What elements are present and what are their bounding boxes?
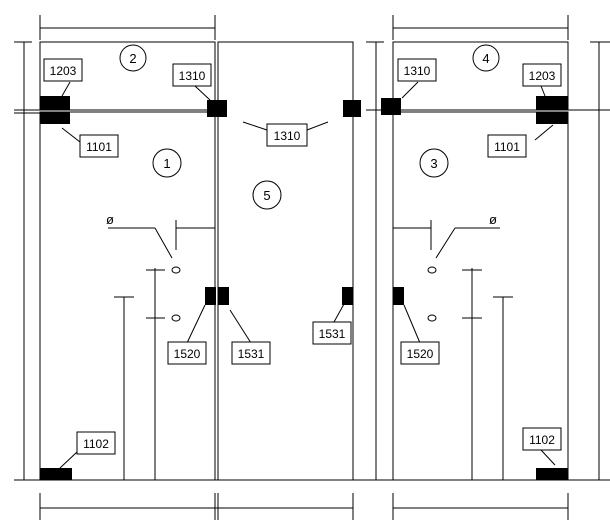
diameter-symbol-left: ø (106, 212, 114, 227)
panel-2-transom-left (39, 41, 216, 111)
label-1310-top-right: 1310 (404, 64, 431, 78)
hinge-1203-right (536, 96, 568, 110)
zone-marker-3: 3 (419, 148, 449, 178)
lock-1520-right (393, 287, 404, 305)
pivot-1101-right (536, 112, 568, 124)
callout-1102-left: 1102 (76, 431, 116, 455)
right-door-handle (393, 220, 513, 480)
zone-3-number: 3 (430, 156, 437, 171)
label-1101-left: 1101 (86, 140, 112, 154)
leader-lines (59, 81, 556, 469)
label-1310-top-left: 1310 (179, 69, 206, 83)
glass-panels (39, 41, 569, 481)
callout-1531-right: 1531 (312, 321, 352, 345)
reference-lines (14, 109, 610, 481)
panel-1-door-left (39, 111, 216, 481)
zone-marker-2: 2 (119, 44, 147, 72)
callout-1310-top-left: 1310 (172, 63, 212, 87)
callout-1101-left: 1101 (79, 134, 119, 158)
label-1102-right: 1102 (529, 433, 555, 447)
top-dimension-lines (39, 15, 569, 40)
lock-1520-left (205, 287, 216, 305)
label-1531-right: 1531 (319, 327, 346, 341)
hardware-blocks (40, 96, 568, 480)
callout-1310-top-right: 1310 (397, 58, 437, 82)
left-dimension-lines (14, 41, 393, 481)
clamp-1310-top-left (207, 100, 227, 117)
bottom-dimension-lines (39, 493, 569, 520)
right-dimension-lines (568, 41, 610, 481)
clamp-1310-top-center (343, 100, 361, 117)
patch-1102-left (40, 468, 72, 480)
callout-1520-left: 1520 (167, 341, 207, 365)
lock-1531-right (342, 287, 353, 305)
lock-1531-left (218, 287, 229, 305)
callout-1520-right: 1520 (400, 341, 440, 365)
callout-1531-left: 1531 (231, 341, 271, 365)
panel-3-door-right (392, 111, 569, 481)
label-1101-right: 1101 (494, 140, 520, 154)
zone-2-number: 2 (129, 51, 136, 66)
clamp-1310-top-right (381, 98, 401, 115)
label-1310-center: 1310 (274, 129, 301, 143)
zone-marker-4: 4 (472, 44, 500, 72)
left-door-handle (108, 220, 215, 480)
callout-1101-right: 1101 (487, 134, 527, 158)
panel-4-transom-right (392, 41, 569, 111)
label-1203-right: 1203 (529, 69, 556, 83)
label-1520-left: 1520 (174, 347, 201, 361)
callout-1310-center: 1310 (266, 123, 308, 147)
hinge-1203-left (40, 96, 70, 110)
zone-marker-5: 5 (252, 180, 282, 210)
zone-1-number: 1 (163, 156, 170, 171)
patch-1102-right (536, 468, 568, 480)
panel-5-fixed-center (217, 41, 354, 481)
pivot-1101-left (40, 112, 70, 124)
zone-4-number: 4 (482, 51, 489, 66)
zone-marker-1: 1 (152, 148, 182, 178)
callout-1203-right: 1203 (522, 63, 562, 87)
label-1102-left: 1102 (83, 437, 109, 451)
label-1531-left: 1531 (238, 347, 265, 361)
callout-1102-right: 1102 (522, 427, 562, 451)
zone-5-number: 5 (263, 188, 270, 203)
callout-labels: 1203 1310 1101 1310 1520 1531 1531 1102 (43, 58, 562, 455)
diameter-symbol-right: ø (489, 212, 497, 227)
label-1203-left: 1203 (50, 64, 77, 78)
callout-1203-left: 1203 (43, 58, 83, 82)
label-1520-right: 1520 (407, 347, 434, 361)
zone-markers: 2 1 5 4 3 (119, 44, 500, 210)
